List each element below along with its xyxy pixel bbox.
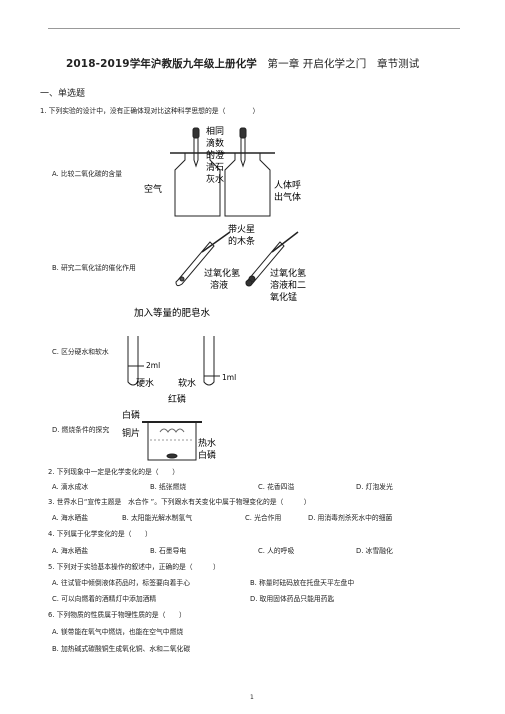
q2-option-d: D. 灯泡发光 (356, 483, 393, 491)
figd-hot: 热水 (198, 437, 216, 449)
q6-option-a: A. 镁带能在氧气中燃烧，也能在空气中燃烧 (52, 628, 184, 636)
figb-spark-1: 带火星 (228, 224, 255, 235)
q1-option-b: B. 研究二氧化锰的催化作用 (52, 264, 136, 272)
q2-option-a: A. 滴水成冰 (52, 483, 89, 491)
figc-hard: 硬水 (136, 377, 154, 389)
q4-option-d: D. 冰雪融化 (356, 547, 393, 555)
figb-h2o2-2: 溶液 (210, 279, 228, 291)
figd-red: 红磷 (168, 393, 186, 405)
figc-top: 加入等量的肥皂水 (134, 307, 211, 319)
q3-option-c: C. 光合作用 (245, 514, 282, 522)
figa-air: 空气 (144, 183, 162, 195)
figd-white-2: 白磷 (198, 449, 216, 461)
figure-d-combustion: 红磷 白磷 铜片 热水 白磷 (122, 393, 216, 461)
question-3-stem: 3. 世界水日“宣传主题是 水合作 ”。下列跟水有关变化中属于物理变化的是（ ） (48, 498, 311, 506)
figa-label-1: 相同 (206, 125, 224, 137)
figb-mix-1: 过氧化氢 (270, 267, 306, 279)
q3-option-a: A. 海水晒盐 (52, 514, 89, 522)
q5-option-d: D. 取用固体药品只能用药匙 (250, 595, 335, 603)
figb-spark-2: 的木条 (228, 235, 255, 247)
page-number: 1 (250, 694, 254, 701)
q2-option-c: C. 花香四溢 (258, 483, 295, 491)
q4-option-b: B. 石墨导电 (150, 547, 187, 555)
question-6-stem: 6. 下列物质的性质属于物理性质的是（ ） (48, 611, 186, 619)
figd-white-1: 白磷 (122, 409, 140, 421)
figd-copper: 铜片 (122, 427, 140, 439)
figc-volume-1: 2ml (146, 361, 160, 370)
figa-label-4: 清石 (206, 161, 224, 173)
q4-option-c: C. 人的呼吸 (258, 547, 295, 555)
q1-option-a: A. 比较二氧化碳的含量 (52, 170, 123, 178)
question-2-stem: 2. 下列现象中一定是化学变化的是（ ） (48, 468, 179, 476)
q5-option-c: C. 可以向燃着的酒精灯中添加酒精 (52, 595, 157, 603)
figure-c-soap: 加入等量的肥皂水 2ml 硬水 软水 1ml (127, 307, 236, 389)
figb-h2o2-1: 过氧化氢 (204, 267, 240, 279)
figure-a-limewater: 相同 滴数 的澄 清石 灰水 空气 人体呼 出气体 (144, 125, 301, 217)
figa-label-5: 灰水 (206, 173, 224, 185)
q4-option-a: A. 海水晒盐 (52, 547, 89, 555)
figc-soft: 软水 (178, 377, 196, 389)
page-title: 2018-2019学年沪教版九年级上册化学 第一章 开启化学之门 章节测试 (66, 58, 420, 70)
figa-breath-2: 出气体 (274, 191, 301, 203)
q1-option-c: C. 区分硬水和软水 (52, 348, 109, 356)
section-heading: 一、单选题 (40, 89, 86, 99)
question-5-stem: 5. 下列对于实验基本操作的叙述中，正确的是（ ） (48, 563, 220, 571)
header-rule (48, 28, 460, 29)
q3-option-d: D. 用消毒剂杀死水中的细菌 (308, 514, 393, 522)
figure-b-catalyst: 带火星 的木条 过氧化氢 溶液 过氧化氢 溶液和二 氧化锰 (175, 224, 306, 303)
figa-label-3: 的澄 (206, 149, 224, 161)
figa-label-2: 滴数 (206, 137, 224, 149)
figb-mix-3: 氧化锰 (270, 291, 297, 303)
q6-option-b: B. 加热碱式碳酸铜生成氧化铜、水和二氧化碳 (52, 645, 191, 653)
question-1-stem: 1. 下列实验的设计中，没有正确体现对比这种科学思想的是（ ） (40, 107, 260, 115)
q1-option-d: D. 燃烧条件的探究 (52, 426, 110, 434)
question-4-stem: 4. 下列属于化学变化的是（ ） (48, 530, 152, 538)
figb-mix-2: 溶液和二 (270, 279, 306, 291)
q5-option-a: A. 往试管中倾倒液体药品时，标签要向着手心 (52, 579, 190, 587)
figc-volume-2: 1ml (222, 373, 236, 382)
q3-option-b: B. 太阳能光解水制氢气 (122, 514, 193, 522)
q5-option-b: B. 称量时砝码放在托盘天平左盘中 (250, 579, 355, 587)
q2-option-b: B. 纸张燃烧 (150, 483, 187, 491)
figa-breath-1: 人体呼 (274, 179, 301, 191)
